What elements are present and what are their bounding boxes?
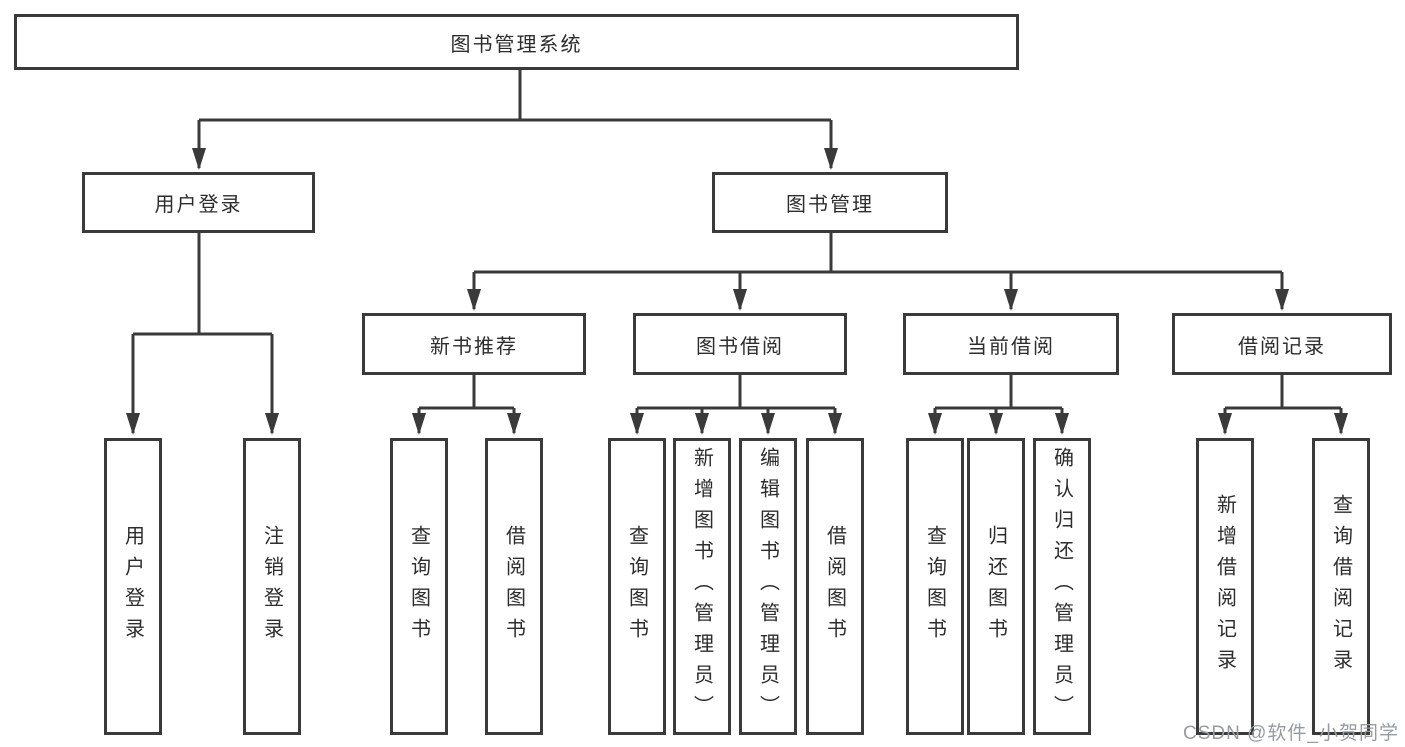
leaf-records-add-record: 新增借阅记录 bbox=[1196, 438, 1254, 735]
leaf-borrow-edit-books-admin: 编辑图书（管理员） bbox=[739, 438, 797, 735]
csdn-watermark: CSDN @软件_小贺同学 bbox=[1183, 723, 1399, 744]
leaf-borrow-borrow-books: 借阅图书 bbox=[806, 438, 864, 735]
leaf-current-return-books: 归还图书 bbox=[967, 438, 1025, 735]
leaf-newbook-query-books: 查询图书 bbox=[390, 438, 448, 735]
node-book-borrow: 图书借阅 bbox=[633, 313, 847, 375]
node-new-book-recommend: 新书推荐 bbox=[362, 313, 586, 375]
leaf-borrow-add-books-admin: 新增图书（管理员） bbox=[673, 438, 731, 735]
node-user-login: 用户登录 bbox=[82, 172, 315, 233]
node-borrow-records: 借阅记录 bbox=[1172, 313, 1392, 375]
leaf-borrow-query-books: 查询图书 bbox=[608, 438, 666, 735]
leaf-current-query-books: 查询图书 bbox=[906, 438, 964, 735]
leaf-newbook-borrow-books: 借阅图书 bbox=[485, 438, 543, 735]
leaf-logout: 注销登录 bbox=[243, 438, 301, 735]
leaf-user-login: 用户登录 bbox=[104, 438, 162, 735]
leaf-records-query-record: 查询借阅记录 bbox=[1312, 438, 1370, 735]
leaf-current-confirm-return-admin: 确认归还（管理员） bbox=[1033, 438, 1091, 735]
node-book-management: 图书管理 bbox=[712, 172, 948, 233]
node-root-system: 图书管理系统 bbox=[14, 14, 1019, 70]
node-current-borrow: 当前借阅 bbox=[903, 313, 1119, 375]
